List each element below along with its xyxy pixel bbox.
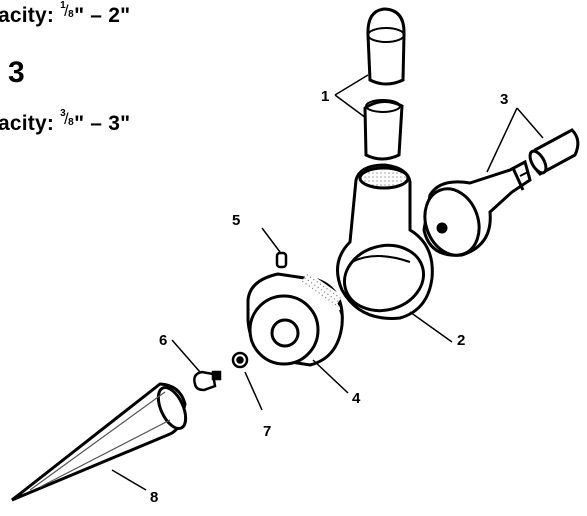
part-2-body: [336, 163, 434, 320]
callout-3: 3: [500, 91, 508, 108]
callout-1: 1: [321, 88, 329, 105]
fraction-numerator: 3: [60, 108, 66, 119]
callout-4: 4: [352, 390, 361, 407]
capacity-fraction: 1/8: [60, 0, 74, 20]
model-number: 3: [8, 56, 25, 89]
part-4-knurled-nut: [246, 271, 344, 367]
part-3-cap: [528, 128, 580, 176]
part-1-sleeve: [363, 99, 404, 161]
capacity-prefix: acity:: [0, 112, 61, 135]
fraction-numerator: 1: [60, 0, 66, 11]
fraction-denominator: 8: [68, 117, 74, 128]
capacity-prefix: acity:: [0, 4, 61, 27]
capacity-fraction: 3/8: [60, 108, 74, 128]
callout-6: 6: [159, 332, 167, 349]
capacity-range: " – 2": [74, 4, 131, 27]
callout-8: 8: [150, 489, 158, 506]
part-6-pin: [193, 370, 222, 392]
part-3-adjusting-screw: [422, 159, 532, 257]
callout-7: 7: [263, 423, 271, 440]
part-5-set-screw: [275, 251, 288, 269]
callout-labels: 1 3 5 2 6 4 7 8: [150, 88, 508, 506]
callout-2: 2: [457, 332, 465, 349]
fraction-denominator: 8: [68, 9, 74, 20]
callout-5: 5: [232, 212, 240, 229]
leader-lines: [111, 74, 544, 491]
part-1-top-pin: [366, 7, 406, 86]
part-8-cone-point: [11, 382, 188, 502]
capacity-line-2: acity: 3/8" – 3": [0, 108, 131, 136]
capacity-line-1: acity: 1/8" – 2": [0, 0, 131, 28]
part-7-washer: [231, 351, 249, 369]
capacity-range: " – 3": [74, 112, 131, 135]
